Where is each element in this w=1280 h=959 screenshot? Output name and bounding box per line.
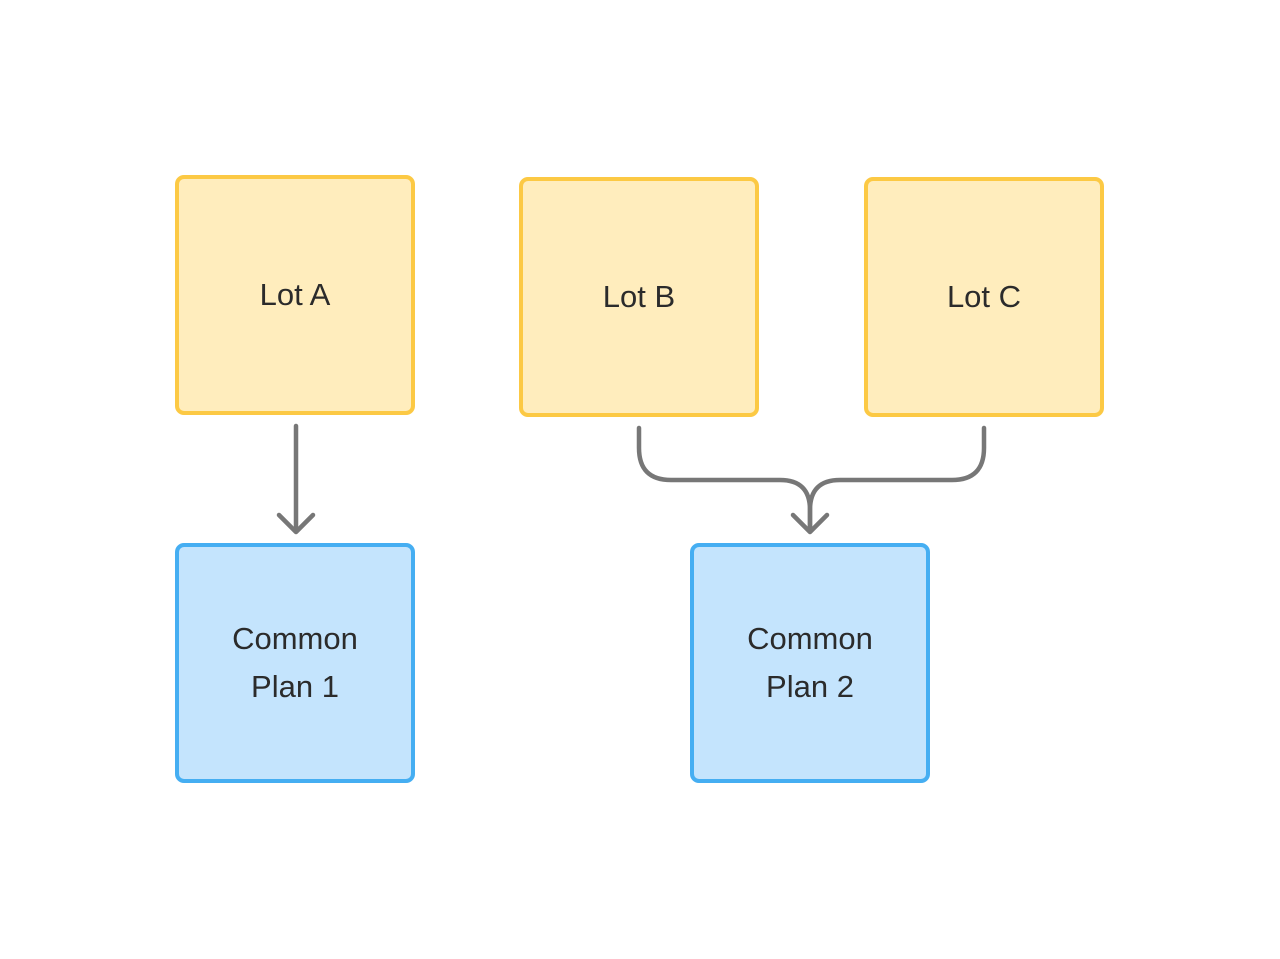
node-common-plan-1[interactable]: Common Plan 1 xyxy=(175,543,415,783)
node-lot-c[interactable]: Lot C xyxy=(864,177,1104,417)
node-lot-b[interactable]: Lot B xyxy=(519,177,759,417)
node-lot-a-label: Lot A xyxy=(259,277,331,312)
arrowhead-plan-1 xyxy=(276,512,316,535)
node-common-plan-1-label: Common Plan 1 xyxy=(232,621,358,704)
edge-lot-b-to-plan-2 xyxy=(636,425,813,533)
node-common-plan-2[interactable]: Common Plan 2 xyxy=(690,543,930,783)
arrowhead-plan-2 xyxy=(790,512,830,535)
node-lot-c-label: Lot C xyxy=(946,279,1022,314)
node-common-plan-2-label: Common Plan 2 xyxy=(747,621,873,704)
node-lot-a[interactable]: Lot A xyxy=(175,175,415,415)
node-lot-b-label: Lot B xyxy=(602,279,676,314)
edge-lot-c-to-plan-2 xyxy=(807,425,987,533)
